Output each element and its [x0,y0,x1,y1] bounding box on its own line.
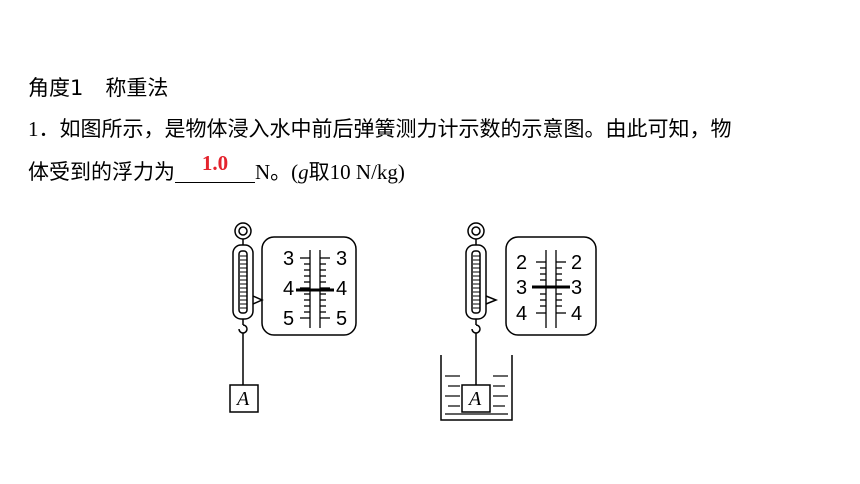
g-symbol: g [298,160,309,184]
left-callout-pointer [252,295,264,305]
right-magnified-scale-box [505,236,597,336]
right-scale-left-number: 2 [516,252,527,274]
left-magnified-scale-box [261,236,357,336]
g-note: 取10 N/kg) [308,160,405,184]
right-scale-right-number: 3 [571,277,582,299]
left-scale-right-number: 5 [336,308,347,330]
right-spring-scale [465,222,487,385]
right-object-box [461,384,491,413]
water-surface-lines [445,375,508,415]
left-scale-left-number: 4 [283,278,294,300]
left-object-box [229,384,259,413]
question-line-1: 1．如图所示，是物体浸入水中前后弹簧测力计示数的示意图。由此可知，物 [28,114,732,144]
left-scale-right-number: 4 [336,278,347,300]
question-number: 1． [28,117,60,141]
heading-label: 角度1 [28,76,84,100]
right-scale-right-number: 2 [571,252,582,274]
right-scale-right-number: 4 [571,303,582,325]
right-object-label: A [467,388,482,410]
question-line-2: 体受到的浮力为 1.0 N。(g取10 N/kg) [28,151,405,187]
left-scale-left-number: 3 [283,248,294,270]
answer-blank[interactable]: 1.0 [175,151,255,183]
right-callout-pointer [485,295,499,305]
heading-title: 称重法 [105,76,169,100]
question-text-1: 如图所示，是物体浸入水中前后弹簧测力计示数的示意图。由此可知，物 [59,117,732,141]
question-text-2: 体受到的浮力为 [28,160,175,184]
right-scale-left-number: 4 [516,303,527,325]
section-heading: 角度1 称重法 [28,73,168,103]
right-scale-left-number: 3 [516,277,527,299]
left-scale-right-number: 3 [336,248,347,270]
left-scale-left-number: 5 [283,308,294,330]
left-spring-scale [232,222,254,385]
answer-text: 1.0 [201,151,229,175]
right-scale-ticks [536,250,566,328]
water-container [440,355,513,421]
left-object-label: A [235,388,250,410]
unit-text: N。( [255,160,299,184]
